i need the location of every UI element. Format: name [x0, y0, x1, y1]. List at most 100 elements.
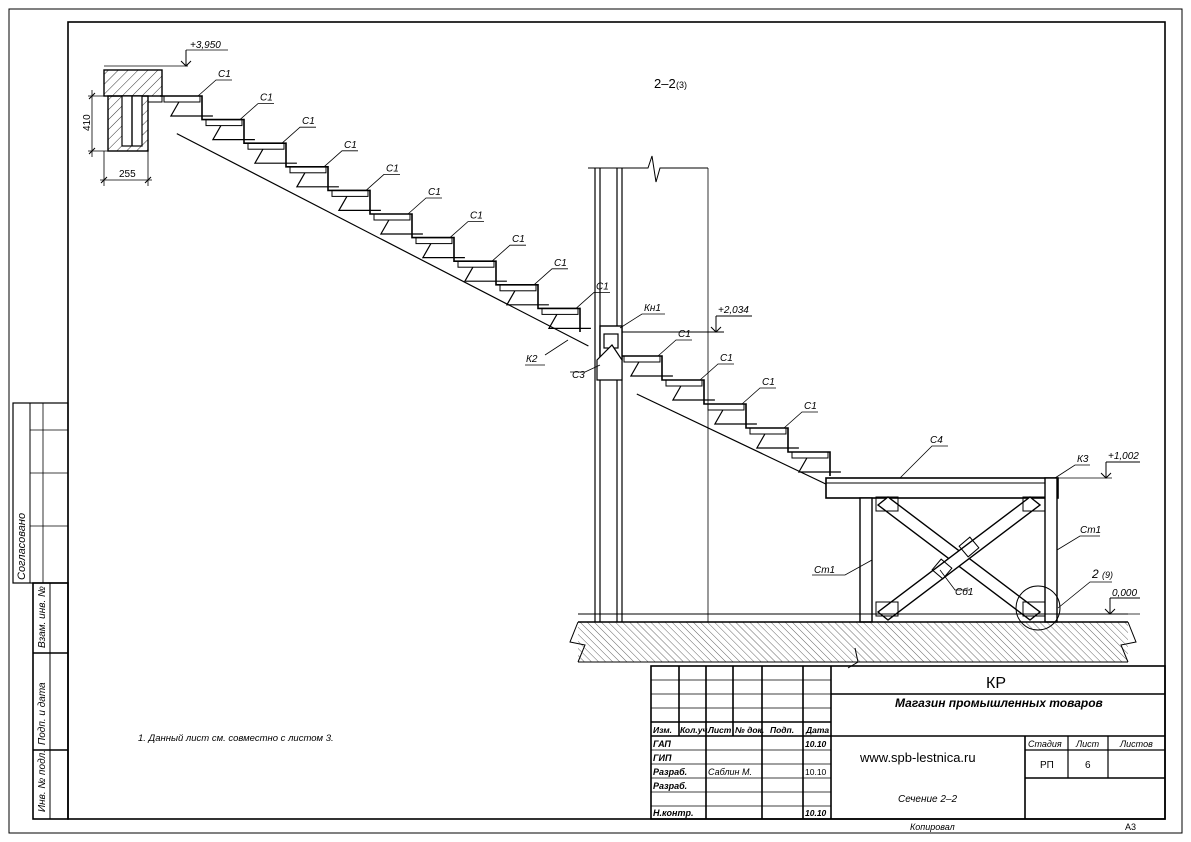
- step-tread: [665, 379, 703, 387]
- stamp-sign-date: Подп. и дата: [37, 682, 48, 745]
- step-label: С1: [554, 258, 567, 269]
- dim-width: 255: [119, 169, 136, 180]
- step-label-leader: [741, 387, 776, 405]
- platform: [825, 477, 1112, 631]
- step-tread: [457, 260, 495, 268]
- label-platform-stringer: С4: [930, 435, 943, 446]
- left-stamp: [12, 402, 69, 820]
- tb-header-sign: Подп.: [770, 725, 794, 735]
- tb-website: www.spb-lestnica.ru: [859, 750, 976, 765]
- step-label-leader: [533, 268, 568, 286]
- label-platform-beam: К3: [1077, 454, 1089, 465]
- step-label-leader: [239, 103, 274, 120]
- tb-header-kol: Кол.уч.: [680, 725, 710, 735]
- step-label: С1: [260, 93, 273, 104]
- outer-border: [8, 8, 1183, 834]
- elevation-mid: +2,034: [718, 305, 749, 316]
- step-tread: [623, 355, 661, 363]
- step-bracket: [295, 172, 339, 188]
- section-ref: (3): [676, 80, 687, 90]
- tb-sheet-title: Сечение 2–2: [898, 794, 957, 805]
- step-bracket: [421, 243, 465, 259]
- label-left-column: Ст1: [814, 565, 835, 576]
- lower-flight-stringer: [636, 393, 839, 491]
- step-label-leader: [575, 292, 610, 309]
- tb-row-role: Н.контр.: [653, 808, 694, 818]
- step-tread: [499, 284, 537, 292]
- step-label: С1: [804, 401, 817, 412]
- step-bracket: [379, 219, 423, 235]
- step-label: С1: [678, 329, 691, 340]
- elevation-platform: +1,002: [1108, 451, 1139, 462]
- tb-sheet-header: Лист: [1075, 739, 1100, 749]
- step-label-leader: [281, 126, 316, 144]
- step-label: С1: [720, 353, 733, 364]
- label-landing-beam: Кн1: [644, 303, 661, 314]
- tb-row-name: Саблин М.: [708, 767, 752, 777]
- step-label: С1: [302, 116, 315, 127]
- label-upper-post: С3: [572, 370, 585, 381]
- step-label-leader: [323, 150, 358, 168]
- tb-project: Магазин промышленных товаров: [895, 696, 1103, 710]
- leaders: [525, 313, 1112, 609]
- step-bracket: [713, 409, 757, 425]
- step-label-leader: [449, 221, 484, 238]
- step-label-leader: [407, 197, 442, 215]
- drawing-note: 1. Данный лист см. совместно с листом 3.: [138, 733, 334, 744]
- step-bracket: [169, 101, 213, 117]
- tb-sheets-header: Листов: [1119, 739, 1153, 749]
- step-bracket: [547, 314, 591, 329]
- step-tread: [791, 451, 829, 459]
- tb-copied: Копировал: [910, 822, 955, 832]
- tb-row-date: 10.10: [805, 767, 827, 777]
- step-label: С1: [428, 187, 441, 198]
- step-label: С1: [218, 69, 231, 80]
- step-tread: [331, 189, 369, 197]
- section-title: 2–2: [654, 76, 676, 91]
- elevation-marks: [710, 315, 1140, 615]
- step-bracket: [337, 196, 381, 211]
- step-bracket: [629, 361, 673, 377]
- step-tread: [541, 307, 579, 315]
- stamp-inv-replace: Взам. инв. №: [37, 586, 48, 648]
- step-tread: [415, 237, 453, 245]
- step-bracket: [463, 266, 507, 282]
- central-column: [588, 155, 724, 622]
- label-detail-ref: 2: [1091, 567, 1099, 581]
- tb-row-date: 10.10: [805, 739, 827, 749]
- tb-row-role: Разраб.: [653, 781, 687, 791]
- ground: [569, 613, 1140, 669]
- step-label-leader: [657, 339, 692, 357]
- step-bracket: [505, 290, 549, 306]
- step-label: С1: [762, 377, 775, 388]
- step-label: С1: [470, 211, 483, 222]
- step-bracket: [671, 385, 715, 401]
- elevation-top: +3,950: [190, 40, 221, 51]
- label-detail-sheet: (9): [1102, 570, 1113, 580]
- tb-format: А3: [1125, 822, 1136, 832]
- tb-sheet-no: 6: [1085, 760, 1091, 771]
- stamp-agreed: Согласовано: [16, 513, 28, 580]
- step-bracket: [797, 457, 841, 473]
- tb-row-date: 10.10: [805, 808, 827, 818]
- tb-row-role: ГИП: [653, 753, 672, 763]
- step-tread: [247, 142, 285, 150]
- step-bracket: [253, 148, 297, 164]
- step-tread: [163, 95, 201, 103]
- step-label-leader: [699, 363, 734, 381]
- step-label-leader: [365, 174, 400, 191]
- label-upper-stringer: К2: [526, 354, 538, 365]
- step-tread: [707, 403, 745, 411]
- step-label: С1: [344, 140, 357, 151]
- label-right-column: Ст1: [1080, 525, 1101, 536]
- upper-flight-stringer: [176, 133, 589, 347]
- tb-row-role: ГАП: [653, 739, 671, 749]
- step-label: С1: [386, 163, 399, 174]
- dim-height: 410: [82, 114, 93, 131]
- tb-stage: РП: [1040, 760, 1054, 771]
- step-tread: [749, 427, 787, 435]
- upper-flight-treads: [160, 95, 581, 332]
- tb-header-list: Лист: [707, 725, 732, 735]
